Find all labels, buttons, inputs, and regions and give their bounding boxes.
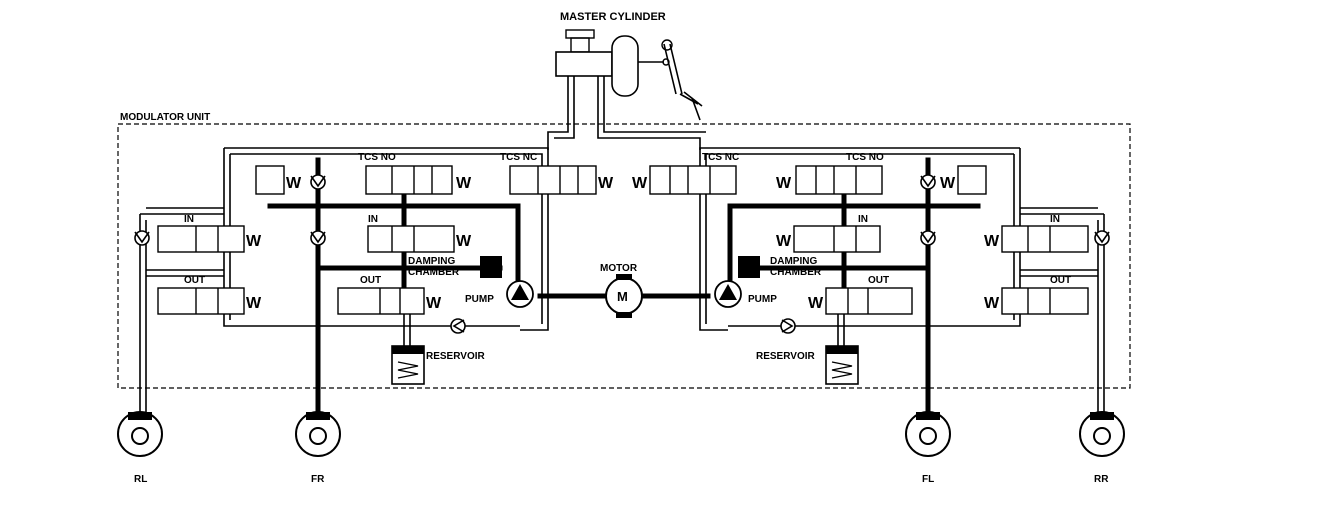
wheel-brake-rr: RR [1079,411,1125,485]
right-in-outer-spring: W [984,233,1000,250]
left-out-outer-label: OUT [184,275,205,286]
left-tcs-nc-valve [509,165,597,195]
wheel-brakes: RL FR FL RR [117,411,1125,485]
check-valve-right-mid [920,230,936,246]
right-relief-spring: W [940,175,956,192]
left-out-outer-valve [157,287,245,315]
right-damping-label-1: DAMPING [770,256,817,267]
right-out-outer-label: OUT [1050,275,1071,286]
pump-motor-assembly: DAMPING CHAMBER DAMPING CHAMBER PUMP PUM… [408,256,822,318]
left-tcs-nc-spring: W [598,175,614,192]
right-out-inner-spring: W [808,295,824,312]
modulator-unit: MODULATOR UNIT [117,112,1131,389]
right-tcs-nc-valve [649,165,737,195]
right-in-inner-label: IN [858,214,868,225]
left-tcs-no-label: TCS NO [358,152,396,163]
right-tcs-no-spring: W [776,175,792,192]
left-in-outer-valve [157,225,245,253]
wheel-label-rl: RL [134,474,147,485]
left-damping-label-2: CHAMBER [408,267,460,278]
check-valve-left-mid [310,230,326,246]
right-damping-chamber [738,256,760,278]
left-reservoir-label: RESERVOIR [426,351,485,362]
left-pump-label: PUMP [465,294,494,305]
left-relief-spring: W [286,175,302,192]
right-in-outer-label: IN [1050,214,1060,225]
right-pump [714,280,742,308]
left-tcs-nc-label: TCS NC [500,152,537,163]
check-valve-left-return [450,318,466,334]
right-out-outer-valve [1001,287,1089,315]
left-damping-label-1: DAMPING [408,256,455,267]
right-relief-valve [957,165,987,195]
motor-label: MOTOR [600,263,638,274]
left-damping-chamber [480,256,502,278]
check-valves [134,174,1110,334]
left-in-inner-spring: W [456,233,472,250]
left-relief-valve [255,165,285,195]
right-in-inner-valve [793,225,881,253]
right-tcs-no-valve [795,165,883,195]
reservoirs: RESERVOIR RESERVOIR [391,314,859,385]
wheel-brake-fr: FR [295,411,341,485]
right-tcs-nc-label: TCS NC [702,152,739,163]
left-out-inner-spring: W [426,295,442,312]
right-tcs-no-label: TCS NO [846,152,884,163]
check-valve-left-outer [134,230,150,246]
right-in-outer-valve [1001,225,1089,253]
left-in-outer-label: IN [184,214,194,225]
left-in-inner-valve [367,225,455,253]
master-cylinder-label: MASTER CYLINDER [560,11,666,23]
left-out-inner-label: OUT [360,275,381,286]
check-valve-right-top [920,174,936,190]
right-out-outer-spring: W [984,295,1000,312]
check-valve-left-top [310,174,326,190]
left-in-inner-label: IN [368,214,378,225]
wheel-brake-fl: FL [905,411,951,485]
wheel-label-fl: FL [922,474,934,485]
left-valves: TCS NO W TCS NC W IN W OUT W IN W OUT [157,152,614,315]
check-valve-right-outer [1094,230,1110,246]
wheel-label-rr: RR [1094,474,1109,485]
left-in-outer-spring: W [246,233,262,250]
motor: M [605,274,643,318]
wheel-brake-rl: RL [117,411,163,485]
left-out-outer-spring: W [246,295,262,312]
master-cylinder: MASTER CYLINDER [547,11,706,150]
right-out-inner-label: OUT [868,275,889,286]
left-tcs-no-valve [365,165,453,195]
right-damping-label-2: CHAMBER [770,267,822,278]
right-reservoir-label: RESERVOIR [756,351,815,362]
wheel-label-fr: FR [311,474,325,485]
modulator-unit-label: MODULATOR UNIT [120,112,210,123]
right-valves: TCS NC W TCS NO W IN W OUT W IN W OUT W … [632,152,1089,315]
left-tcs-no-spring: W [456,175,472,192]
left-pump [506,280,534,308]
right-in-inner-spring: W [776,233,792,250]
right-pump-label: PUMP [748,294,777,305]
check-valve-right-return [780,318,796,334]
right-out-inner-valve [825,287,913,315]
right-tcs-nc-spring: W [632,175,648,192]
left-out-inner-valve [337,287,425,315]
motor-symbol: M [617,289,628,304]
